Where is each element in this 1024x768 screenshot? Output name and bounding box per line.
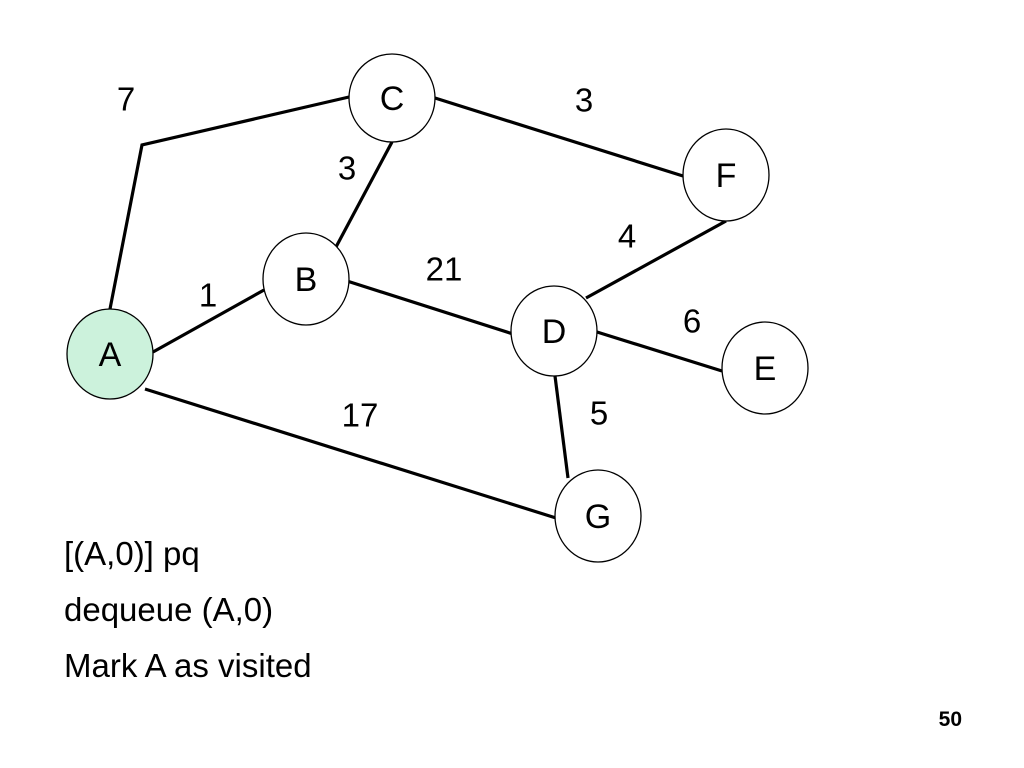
edge-weight-a-g: 17 [342, 397, 379, 434]
node-label-a: A [99, 336, 122, 374]
edge-d-e [596, 330, 723, 373]
node-circle-e [721, 321, 809, 415]
nodes: A B C D E F G [66, 53, 809, 563]
node-g: G [554, 469, 642, 563]
node-label-d: D [542, 313, 567, 351]
edge-weight-d-e: 6 [683, 303, 701, 340]
node-e: E [721, 321, 809, 415]
node-label-e: E [754, 350, 777, 388]
node-a: A [66, 308, 154, 400]
edge-weight-b-c: 3 [338, 150, 356, 187]
node-f: F [682, 128, 770, 222]
mark-visited-step: Mark A as visited [64, 647, 312, 684]
edges [108, 95, 727, 520]
node-circle-b [262, 232, 350, 326]
node-label-f: F [716, 157, 737, 195]
dequeue-step: dequeue (A,0) [64, 591, 274, 628]
priority-queue-state: [(A,0)] pq [64, 535, 200, 572]
edge-weights: 7 1 17 3 21 3 4 6 5 [117, 81, 701, 434]
edge-c-f [434, 96, 684, 178]
edge-d-g [553, 375, 570, 479]
node-circle-f [682, 128, 770, 222]
node-circle-c [348, 53, 436, 143]
algorithm-notes: [(A,0)] pq dequeue (A,0) Mark A as visit… [64, 526, 312, 694]
edge-weight-b-d: 21 [426, 251, 463, 288]
edge-weight-a-c: 7 [117, 81, 135, 118]
edge-weight-d-f: 4 [618, 218, 636, 255]
node-circle-d [510, 285, 598, 377]
node-c: C [348, 53, 436, 143]
node-circle-a [66, 308, 154, 400]
node-d: D [510, 285, 598, 377]
node-label-g: G [585, 498, 611, 536]
node-circle-g [554, 469, 642, 563]
edge-weight-a-b: 1 [199, 277, 217, 314]
edge-b-d [346, 279, 514, 336]
edge-a-c [108, 95, 350, 310]
edge-d-f [585, 219, 727, 300]
edge-weight-d-g: 5 [590, 395, 608, 432]
slide-number: 50 [938, 708, 962, 731]
node-b: B [262, 232, 350, 326]
edge-weight-c-f: 3 [575, 82, 593, 119]
node-label-b: B [295, 261, 318, 299]
edge-a-b [152, 288, 265, 354]
node-label-c: C [380, 80, 405, 118]
edge-a-g [144, 387, 557, 520]
edge-b-c [334, 141, 394, 248]
